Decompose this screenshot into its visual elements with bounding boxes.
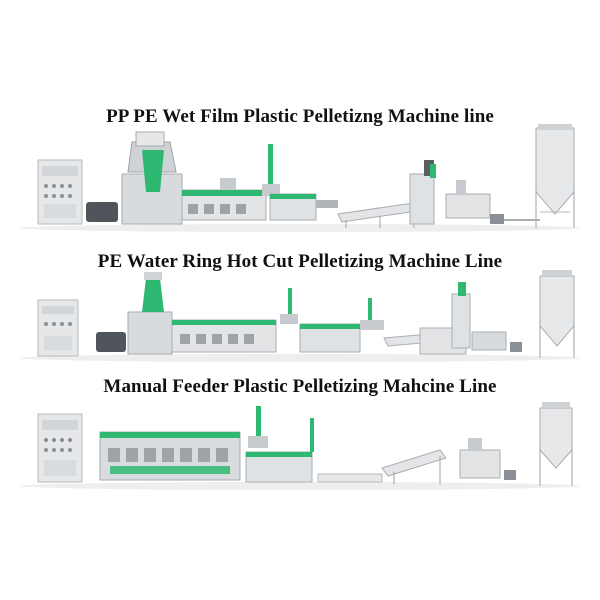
line-3-machine-illustration — [0, 402, 600, 492]
main-extruder — [171, 319, 277, 353]
storage-silo — [535, 124, 575, 228]
conveyor — [381, 449, 447, 484]
main-extruder — [181, 178, 267, 221]
line-2-machine-illustration — [0, 268, 600, 364]
line-1-machine-illustration — [0, 124, 600, 236]
line-3-title: Manual Feeder Plastic Pelletizing Mahcin… — [103, 376, 497, 397]
pelletizer — [459, 438, 516, 480]
pelletizer — [451, 282, 522, 352]
line-1-title: PP PE Wet Film Plastic Pelletizng Machin… — [106, 106, 494, 127]
second-extruder — [299, 298, 384, 353]
compactor-unit — [127, 272, 173, 355]
control-cabinet — [37, 159, 83, 225]
storage-silo — [539, 402, 573, 486]
line-2-title: PE Water Ring Hot Cut Pelletizing Machin… — [97, 251, 503, 272]
main-extruder — [99, 431, 241, 481]
control-cabinet — [37, 299, 79, 357]
compactor-unit — [121, 131, 183, 225]
control-cabinet — [37, 413, 83, 483]
pelletizer — [409, 160, 504, 225]
second-extruder — [245, 418, 314, 483]
second-extruder — [269, 193, 338, 221]
storage-silo — [539, 270, 575, 358]
